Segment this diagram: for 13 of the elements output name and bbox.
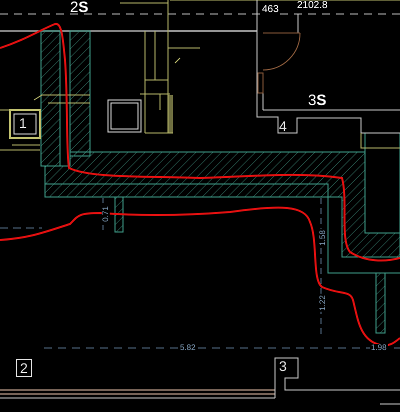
room-label: 3S [308, 93, 326, 108]
room-number: 3 [279, 359, 287, 373]
dimension-text: 1.22 [318, 294, 327, 312]
room-number: 1 [19, 116, 27, 130]
dimension-text: 2102.8 [296, 1, 329, 11]
dimension-text: 1.58 [318, 229, 327, 247]
room-number: 4 [279, 119, 287, 133]
room-label: 2S [70, 0, 88, 15]
dimension-text: 0.71 [102, 205, 110, 223]
dimension-text: 1.98 [370, 344, 388, 352]
dimension-text: 5.82 [179, 344, 197, 352]
room-number: 2 [16, 359, 32, 377]
dimension-text: 463 [261, 5, 280, 15]
